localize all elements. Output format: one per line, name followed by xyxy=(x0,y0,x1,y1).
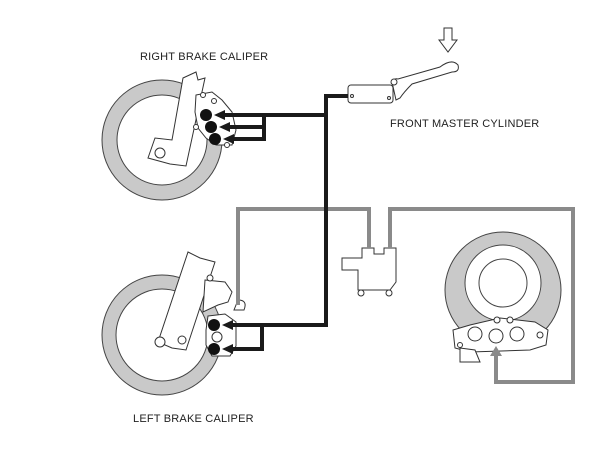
master-cylinder-screw xyxy=(350,94,354,98)
left-axle xyxy=(154,336,166,348)
rear-brake-line xyxy=(388,207,575,384)
rear-piston xyxy=(467,326,483,342)
right-fork xyxy=(147,71,206,167)
left-wheel xyxy=(101,251,246,396)
master-cylinder-reservoir xyxy=(347,84,394,104)
valve-mount-hole xyxy=(357,289,365,297)
flow-arrow-icon xyxy=(219,122,230,132)
right-piston-active xyxy=(200,109,212,121)
right-piston-active xyxy=(205,121,217,133)
rear-piston xyxy=(509,326,525,342)
front-master-cylinder xyxy=(347,27,459,104)
right-caliper-body xyxy=(194,91,237,146)
right-piston-active xyxy=(209,133,221,145)
right-caliper-bolt xyxy=(224,142,230,148)
right-caliper-bolt xyxy=(211,98,217,104)
left-brake-caliper-label: LEFT BRAKE CALIPER xyxy=(133,413,254,425)
rear-caliper-bolt xyxy=(457,342,463,348)
valve-mount-hole xyxy=(385,289,393,297)
rear-flow-arrow-icon xyxy=(490,346,502,356)
left-piston-active xyxy=(208,319,220,331)
right-caliper-bolt xyxy=(200,92,206,98)
lever-pivot xyxy=(390,78,398,86)
flow-arrow-icon xyxy=(223,134,234,144)
rear-hub-inner xyxy=(478,258,528,308)
right-wheel xyxy=(101,71,237,201)
front-brake-line-main xyxy=(230,94,348,327)
front-brake-line-left-branch xyxy=(230,325,264,351)
right-brake-caliper-label: RIGHT BRAKE CALIPER xyxy=(140,51,268,63)
left-caliper-bracket xyxy=(202,279,233,313)
rear-caliper-bolt xyxy=(493,316,501,324)
rear-wheel xyxy=(444,231,562,363)
master-cylinder-screw xyxy=(387,96,391,100)
rear-caliper-bolt xyxy=(506,316,514,324)
secondary-brake-line xyxy=(236,207,371,305)
left-caliper-bolt xyxy=(206,274,214,282)
brake-lever xyxy=(391,61,459,101)
front-master-cylinder-label: FRONT MASTER CYLINDER xyxy=(390,118,539,130)
proportioning-valve xyxy=(341,247,397,297)
flow-arrow-icon xyxy=(214,110,225,120)
press-arrow-icon xyxy=(438,27,458,53)
rear-caliper-foot xyxy=(459,347,481,363)
proportioning-valve-body xyxy=(341,247,397,291)
rear-piston xyxy=(488,328,504,344)
flow-arrow-icon xyxy=(222,320,233,330)
left-piston-active xyxy=(208,343,220,355)
flow-arrow-icon xyxy=(222,344,233,354)
left-piston-idle xyxy=(211,331,223,343)
rear-caliper-bolt xyxy=(536,331,544,339)
right-axle xyxy=(154,147,166,159)
right-caliper-bolt xyxy=(193,124,199,130)
front-brake-line-right-branch xyxy=(228,115,266,141)
left-caliper-nut xyxy=(177,335,187,345)
